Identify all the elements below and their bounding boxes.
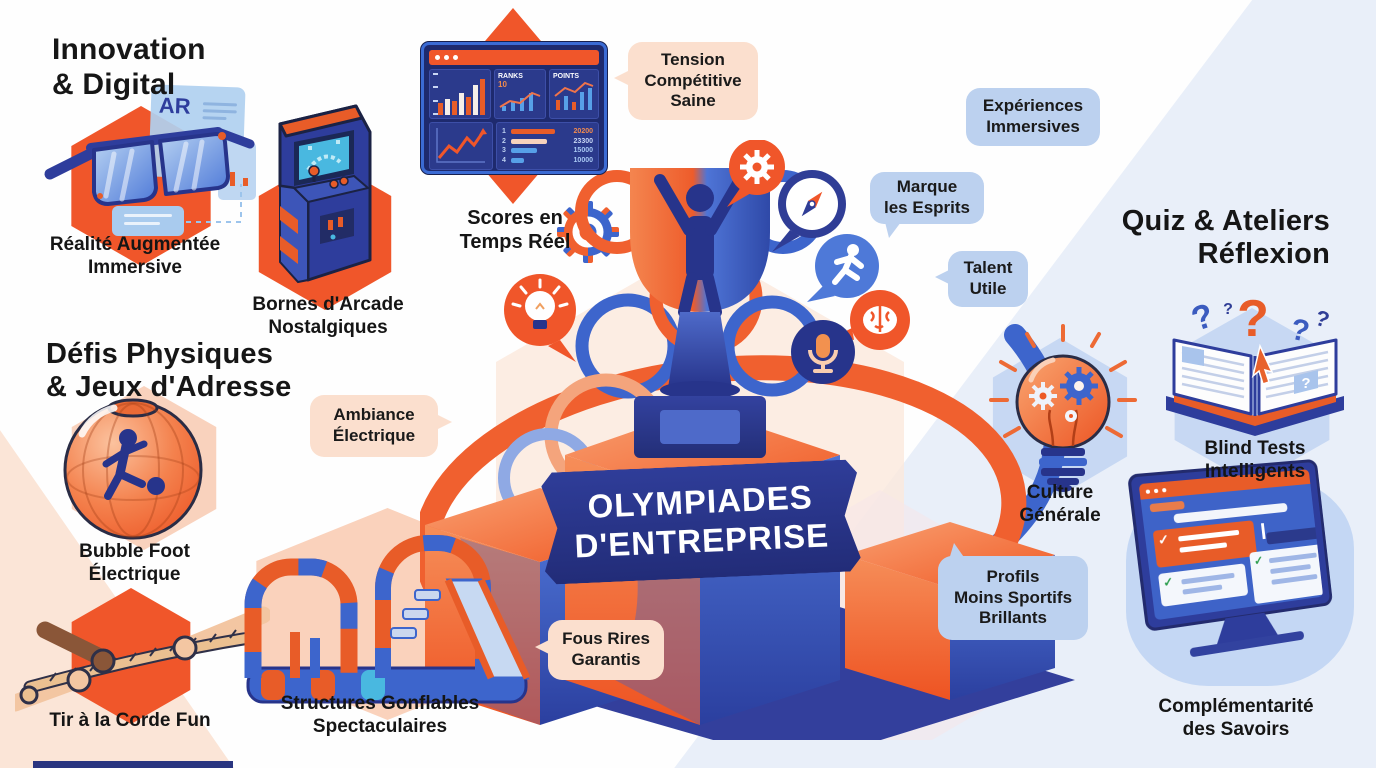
bubble-experiences: Expériences Immersives [966, 88, 1100, 146]
ranking-row: 1 20200 [502, 128, 593, 135]
ranking-row: 3 15000 [502, 147, 593, 155]
inflatable-structure-icon [244, 535, 531, 704]
lightbulb-bubble-icon [504, 274, 576, 362]
scoreboard-points-panel: POINTS [549, 69, 599, 119]
ranking-row: 2 23300 [502, 137, 593, 145]
bubble-talent: Talent Utile [935, 251, 1028, 307]
question-mark-icon: ? [1301, 375, 1310, 392]
scoreboard-titlebar [429, 50, 599, 65]
scoreboard-ranking-panel: 1 20200 2 23300 3 15000 4 10000 [496, 122, 599, 170]
scoreboard-ranks-panel: RANKS 10 [494, 69, 546, 119]
lightbulb-gears-icon [989, 324, 1137, 492]
label-arcade: Bornes d'Arcade Nostalgiques [252, 294, 404, 338]
victory-figure-icon [654, 174, 746, 318]
label-culture: Culture Générale [1019, 482, 1101, 526]
kicking-player-icon [102, 429, 165, 500]
open-book-icon: ? ? ? ? ? ? [1166, 290, 1344, 436]
tug-of-war-icon [15, 606, 270, 712]
footer-bar [33, 761, 233, 768]
ar-glasses-icon [44, 127, 255, 223]
ring-icon [575, 293, 681, 399]
label-inflatable: Structures Gonflables Spectaculaires [280, 693, 480, 737]
quiz-answer-card: ✓ [1249, 543, 1324, 605]
points-label: POINTS [553, 73, 580, 80]
ar-chat-panel [112, 206, 184, 236]
heading-innovation: Innovation & Digital [52, 33, 206, 101]
compass-bubble-icon [772, 170, 846, 252]
points-minichart [554, 81, 594, 110]
gear-icon [1065, 410, 1077, 422]
check-icon: ✓ [1253, 553, 1265, 569]
quiz-answer-card: ✓ [1152, 520, 1258, 568]
question-mark-icon: ? [1187, 296, 1219, 339]
quiz-answer-card: ✓ [1157, 563, 1249, 607]
bubble-marque: Marque les Esprits [870, 172, 984, 238]
heading-quiz: Quiz & Ateliers Réflexion [1121, 205, 1330, 271]
gear-icon [1060, 367, 1098, 405]
bubble-ambiance: Ambiance Électrique [310, 395, 452, 457]
runner-bubble-icon [807, 234, 879, 302]
heading-defis: Défis Physiques & Jeux d'Adresse [46, 338, 292, 404]
bubble-tension: Tension Compétitive Saine [614, 42, 758, 120]
ranks-minichart [499, 91, 541, 111]
ranking-row: 4 10000 [502, 156, 593, 164]
label-bubble-foot: Bubble Foot Électrique [79, 541, 190, 585]
banner-title: OLYMPIADES D'ENTREPRISE [573, 478, 830, 565]
arcade-machine-icon [278, 104, 372, 284]
bubble-fous-rires: Fous Rires Garantis [535, 620, 664, 680]
question-mark-icon: ? [1237, 290, 1269, 348]
question-mark-icon: ? [1288, 313, 1313, 349]
ranks-label: RANKS [498, 73, 523, 80]
check-icon: ✓ [1162, 574, 1175, 590]
label-monitor: Complémentarité des Savoirs [1158, 696, 1314, 740]
cursor-icon [1251, 343, 1274, 385]
gear-bubble-icon [727, 140, 785, 207]
label-tug: Tir à la Corde Fun [49, 710, 211, 731]
title-banner: OLYMPIADES D'ENTREPRISE [541, 459, 862, 585]
quiz-monitor-icon: ✓ ✓ ✓ [1126, 458, 1343, 697]
bubble-foot-icon [63, 398, 203, 540]
label-blind-tests: Blind Tests Intelligents [1204, 438, 1306, 482]
label-ar: Réalité Augmentée Immersive [49, 234, 221, 278]
scoreboard-linechart-panel [429, 122, 493, 170]
gear-icon [1029, 382, 1057, 410]
microphone-bubble-icon [791, 320, 855, 384]
question-mark-icon: ? [1223, 301, 1233, 318]
bubble-profils: Profils Moins Sportifs Brillants [938, 543, 1088, 640]
question-mark-icon: ? [1312, 305, 1333, 333]
scoreboard-barchart-panel [429, 69, 491, 119]
scoreboard-panel: RANKS 10 POINTS [421, 42, 607, 174]
check-icon: ✓ [1157, 531, 1170, 548]
ranks-value: 10 [498, 80, 507, 89]
label-scores: Scores en Temps Réel [459, 207, 571, 253]
